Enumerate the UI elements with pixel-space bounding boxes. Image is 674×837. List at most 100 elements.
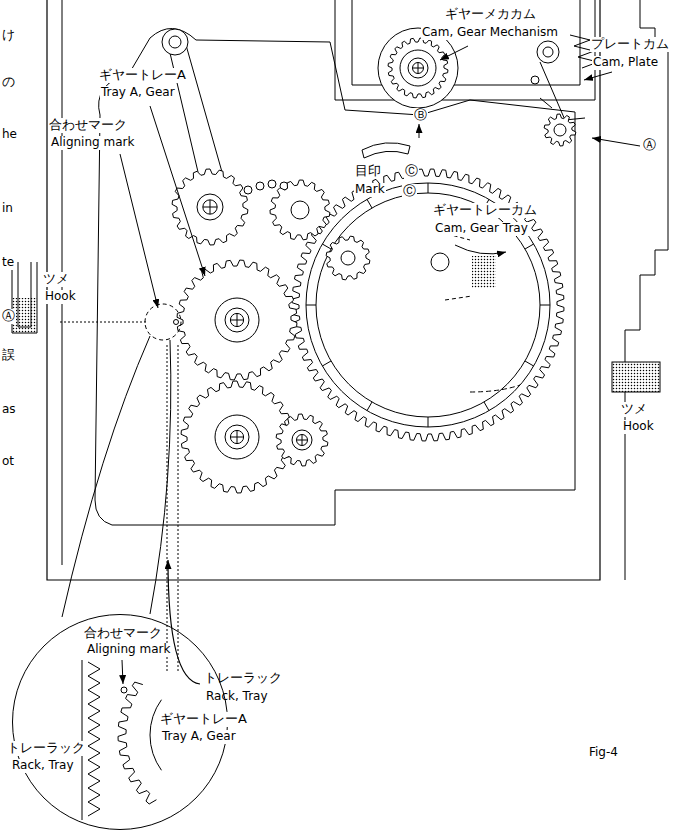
part-label: け [1, 28, 16, 43]
part-label: Ⓐ [642, 138, 657, 153]
part-label: Tray A, Gear [100, 86, 176, 100]
part-label: ツメ [42, 272, 70, 287]
tray-rack [167, 345, 178, 672]
cam-ring [306, 183, 550, 427]
housing-outline [47, 0, 600, 580]
part-label: プレートカム [590, 37, 670, 52]
shaft-cross [297, 435, 308, 446]
shaft-cross [203, 200, 217, 214]
gear-hub [197, 194, 223, 220]
shaft-circle [413, 63, 424, 74]
drive-belt [166, 36, 222, 172]
plate-cam-lever [540, 62, 585, 120]
shaft-circle [230, 430, 243, 443]
detail-rack-teeth [88, 662, 100, 816]
plate-cam-roller [537, 41, 559, 63]
cam-rib [322, 361, 331, 366]
part-label: in [1, 202, 14, 216]
part-label: の [1, 75, 16, 90]
cam-rib [322, 244, 331, 249]
shaft-circle [230, 313, 243, 326]
part-label: Mark [354, 183, 386, 197]
gear-ring [215, 298, 259, 342]
part-label: Fig-4 [588, 746, 619, 760]
part-label: Ⓐ [1, 309, 16, 324]
gear-ring [215, 415, 259, 459]
gear-hub [225, 425, 249, 449]
part-label: Ⓒ [402, 184, 417, 199]
part-label: he [1, 128, 18, 142]
small-hole [256, 182, 264, 190]
aligning-mark [174, 320, 179, 325]
hook-right-fill [612, 362, 660, 392]
detail-label: Tray A, Gear [161, 730, 237, 744]
part-label: Aligning mark [50, 136, 135, 150]
leader-line [592, 138, 640, 146]
align-highlight [145, 304, 181, 340]
part-label: ot [1, 455, 15, 469]
gear-hub [408, 58, 428, 78]
tray-gear-a [177, 260, 297, 380]
cam-rib [367, 402, 372, 411]
plate-cam-pin [543, 47, 553, 57]
pulley-hub [169, 36, 181, 48]
magnifier-line [62, 336, 150, 617]
gear-hub [225, 308, 249, 332]
idler-gear [270, 180, 330, 240]
part-label: Cam, Plate [592, 56, 659, 70]
part-label: ギヤーメカカム [444, 7, 537, 22]
detail-label: Rack, Tray [11, 759, 75, 773]
cam-pivot [431, 253, 449, 271]
detail-rack-body [82, 660, 83, 820]
cam-rib [367, 199, 372, 208]
shaft-circle [203, 200, 217, 214]
leader-line [440, 46, 468, 60]
detail-label: ギヤートレーA [159, 712, 248, 727]
detail-label: 合わせマーク [83, 626, 163, 641]
gear-tray-cam [292, 169, 564, 441]
idler-gear-upper [172, 169, 248, 245]
pulley [162, 29, 188, 55]
rack-arrow [168, 560, 200, 684]
part-label: as [1, 403, 17, 417]
cam-rib [525, 244, 534, 249]
small-gear-hub [554, 124, 566, 136]
part-label: ギヤートレーA [98, 68, 187, 83]
small-hole [268, 180, 276, 188]
detail-label: トレーラック [6, 741, 86, 756]
part-label: te [1, 256, 15, 270]
part-label: Hook [622, 420, 655, 434]
part-label: Rack, Tray [205, 690, 269, 704]
leader-line [584, 72, 612, 80]
small-cam-gear [544, 114, 576, 146]
small-idler-gear [326, 236, 370, 280]
small-hole [244, 186, 252, 194]
plate-cam-pin [531, 76, 539, 84]
dotted-block [472, 256, 496, 288]
part-label: 誤 [1, 348, 16, 363]
detail-label: Aligning mark [86, 643, 171, 657]
part-label: Ⓒ [404, 164, 419, 179]
cam-inner-ring [316, 193, 540, 417]
shaft-cross [230, 430, 243, 443]
part-label: トレーラック [203, 671, 283, 686]
shaft-cross [230, 313, 243, 326]
cam-rib [428, 183, 429, 193]
detail-magnifier-circle: 合わせマークAligning markギヤートレーATray A, Gearトレ… [12, 614, 228, 830]
gear-hub [341, 251, 355, 265]
shaft-circle [297, 435, 308, 446]
cam-rib [306, 305, 316, 306]
mech-cam-ring [400, 50, 436, 86]
right-frame-outline [625, 0, 668, 580]
leader-line [120, 154, 158, 308]
leader-line [419, 124, 420, 138]
cam-rib [540, 305, 550, 306]
gear-hub [292, 430, 312, 450]
lever-link [540, 98, 552, 108]
detail-arrow [122, 660, 123, 684]
cam-rib [484, 402, 489, 411]
detail-aligning-mark [121, 687, 127, 693]
gear-hub [291, 201, 309, 219]
mech-cam-outer [378, 28, 458, 108]
